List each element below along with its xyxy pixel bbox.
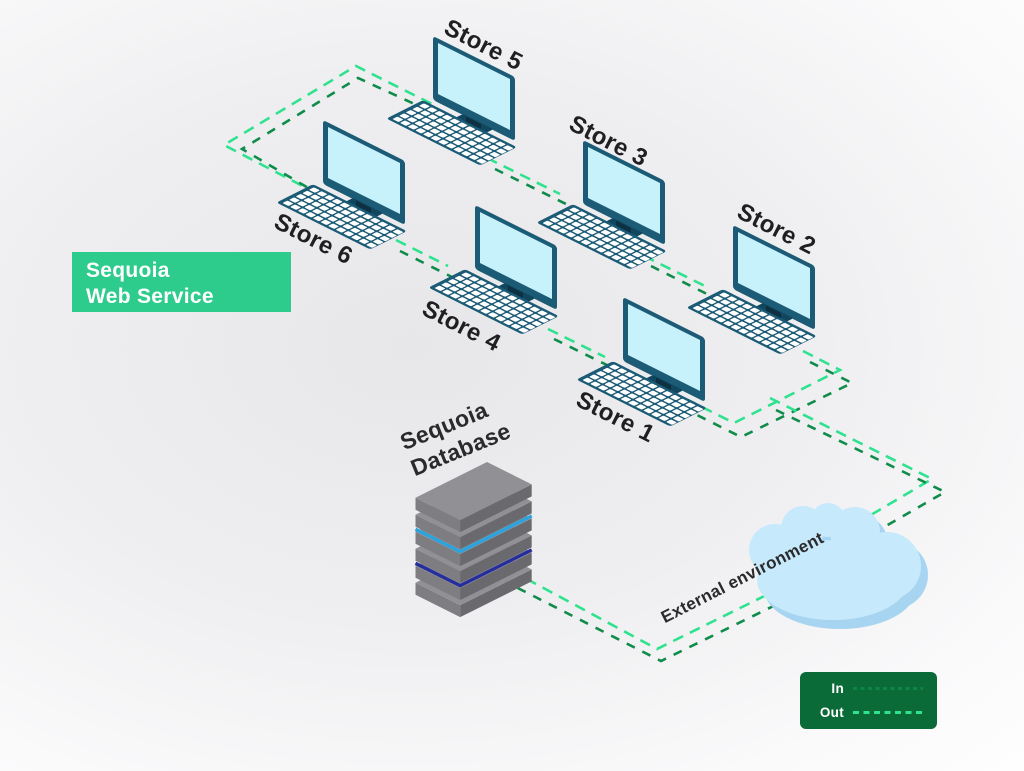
db-slab-face [415,582,461,618]
web-service-box: Sequoia Web Service [72,252,291,312]
connection-store6-store4 [395,238,453,279]
legend: In Out [800,672,937,729]
cloud-shape [749,503,928,629]
db-slab-face [415,548,461,584]
legend-in-row: In [814,681,923,696]
connection-store4-store1 [547,327,612,369]
dash-in-line [399,249,453,279]
dash-out-line [643,254,710,290]
db-slab-face [415,565,461,601]
cloud-body [749,503,921,620]
legend-out-row: Out [814,705,923,720]
legend-out-line [853,711,923,714]
database-stripes [414,514,533,588]
legend-in-label: In [831,681,844,696]
web-service-line2: Web Service [86,285,214,308]
dash-out-line [509,537,881,651]
dash-out-line [395,238,449,268]
connection-left-loop [221,64,437,198]
dash-out-line [547,327,606,359]
dash-in-line [494,167,567,206]
dash-in-line [239,76,435,198]
dash-out-line [769,396,935,521]
db-slab-face [460,569,532,618]
web-service-line1: Sequoia [86,259,170,282]
dash-in-line [650,264,716,300]
connection-junction-cloud [769,396,948,536]
dash-in-line [501,549,887,663]
connection-store3-store2 [643,254,716,300]
db-slab-face [415,462,532,521]
db-slab-face [460,484,532,533]
db-slab-face [415,497,461,533]
database-stack [415,462,532,618]
legend-in-line [853,687,923,690]
db-slab-face [460,501,532,550]
db-slab-face [415,531,461,567]
legend-out-label: Out [819,705,844,720]
db-slab-face [460,552,532,601]
connection-store2-store1 [687,349,855,439]
connection-database-cloud [501,537,887,663]
dash-in-line [553,337,612,369]
db-stripe-lightblue [414,514,533,554]
db-slab-face [460,535,532,584]
db-slab-face [460,518,532,567]
connection-store5-store3 [486,156,567,206]
db-slab-face [415,514,461,550]
dash-out-line [486,156,561,196]
dash-out-line [221,64,437,196]
dash-out-line [687,349,843,425]
db-stripe-darkblue [414,548,533,588]
